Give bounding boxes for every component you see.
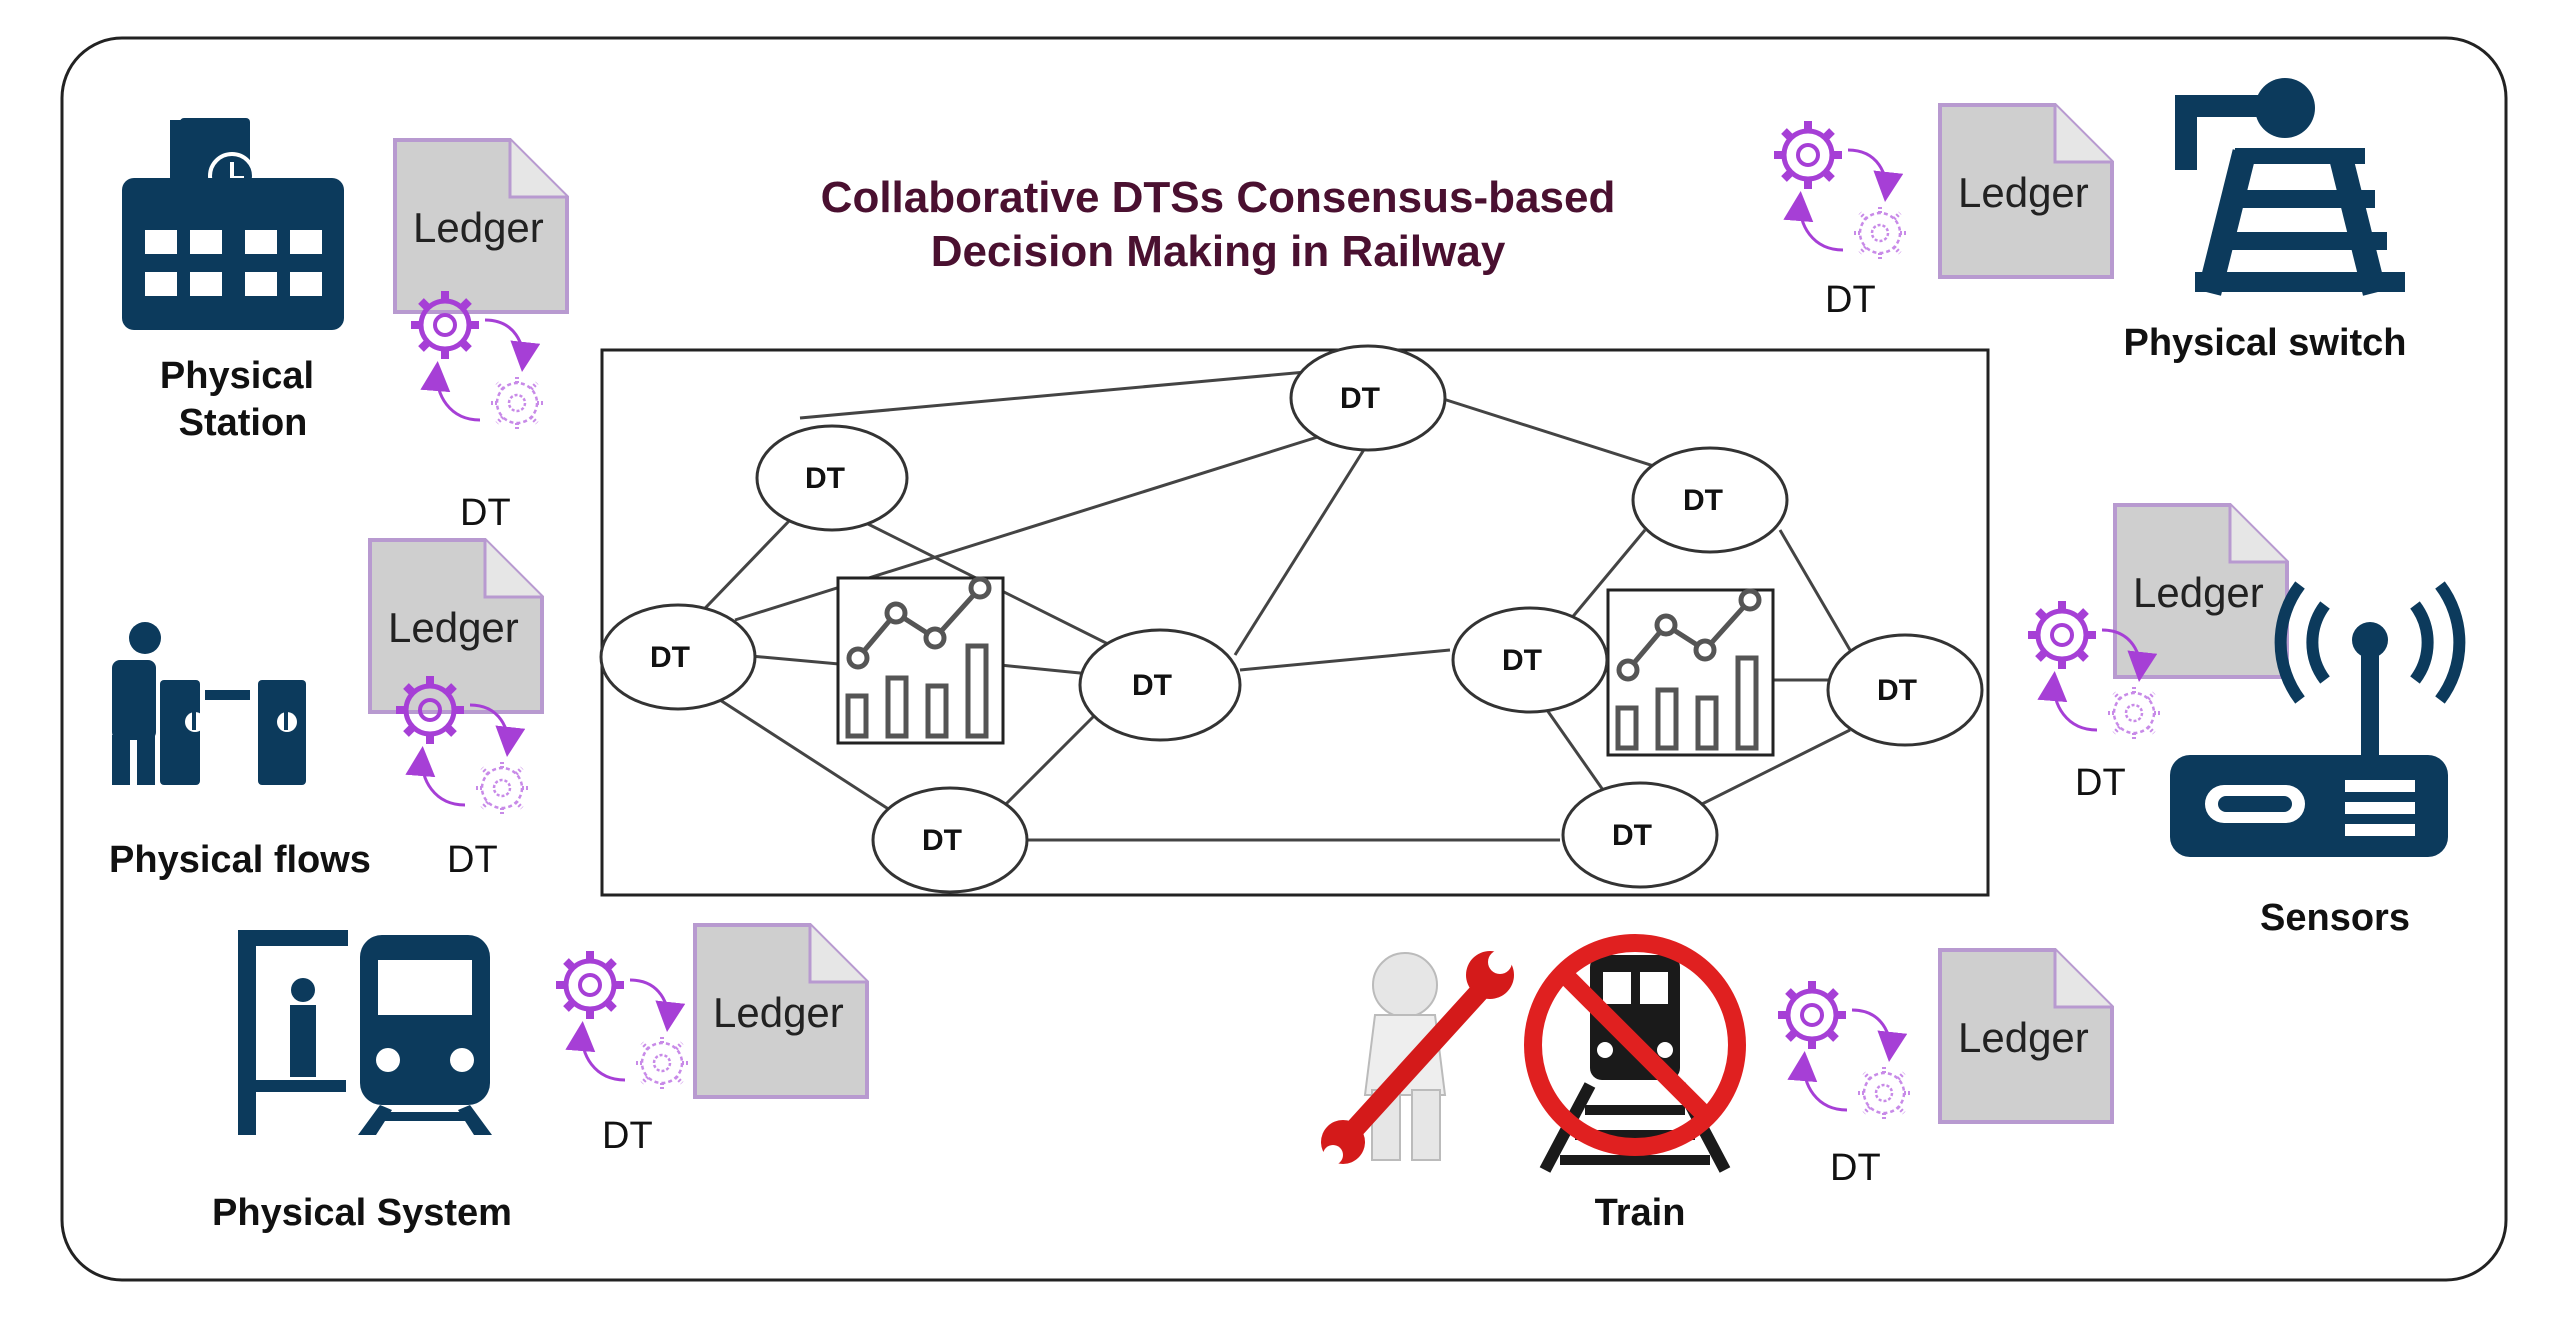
turnstile-passenger-icon xyxy=(112,622,306,785)
rail-switch-icon xyxy=(2175,78,2405,296)
train-platform-icon xyxy=(238,930,492,1135)
ledger-document: Ledger xyxy=(1938,948,2114,1124)
dt-node-label: DT xyxy=(1132,669,1172,702)
dt-node: DT xyxy=(871,786,1029,894)
ledger-document: Ledger xyxy=(1938,103,2114,279)
ledger-label: Ledger xyxy=(413,204,544,251)
dt-node: DT xyxy=(1631,446,1789,554)
dt-node: DT xyxy=(1078,628,1242,742)
ledger-label: Ledger xyxy=(2133,569,2264,616)
dt-node-label: DT xyxy=(1877,674,1917,707)
station-caption-line-2: Station xyxy=(179,402,308,444)
dt-node-label: DT xyxy=(922,824,962,857)
dt-label: DT xyxy=(602,1115,653,1157)
mechanic-wrench-icon xyxy=(1321,950,1514,1165)
dt-label: DT xyxy=(1825,279,1876,321)
dt-label: DT xyxy=(2075,762,2126,804)
dt-node: DT xyxy=(599,603,757,711)
ledger-document: Ledger xyxy=(368,538,544,714)
dt-node-label: DT xyxy=(650,641,690,674)
wireless-router-icon xyxy=(2170,581,2466,857)
dt-node-label: DT xyxy=(1340,382,1380,415)
dt-node: DT xyxy=(1561,781,1719,889)
dt-label: DT xyxy=(447,839,498,881)
train-caption: Train xyxy=(1595,1192,1686,1234)
dt-label: DT xyxy=(460,492,511,534)
sensors-group: Ledger DT Sensors xyxy=(2028,503,2466,939)
sensors-caption: Sensors xyxy=(2260,897,2410,939)
analytics-chart-left xyxy=(838,578,1003,743)
ledger-document: Ledger xyxy=(393,138,569,314)
diagram-title: Collaborative DTSs Consensus-based Decis… xyxy=(821,173,1616,276)
dt-node: DT xyxy=(1826,633,1984,747)
dt-label: DT xyxy=(1830,1147,1881,1189)
dt-node-label: DT xyxy=(1683,484,1723,517)
dt-network: DT DT DT DT DT DT DT DT xyxy=(599,344,1990,897)
switch-group: Ledger DT Physical switch xyxy=(1774,78,2407,364)
switch-caption: Physical switch xyxy=(2123,322,2406,364)
ledger-label: Ledger xyxy=(713,989,844,1036)
dt-node-label: DT xyxy=(1612,819,1652,852)
dt-node-label: DT xyxy=(805,462,845,495)
analytics-chart-right xyxy=(1608,590,1773,755)
school-building-icon xyxy=(122,118,344,330)
ledger-label: Ledger xyxy=(388,604,519,651)
system-group: Physical System Ledger DT xyxy=(212,923,869,1234)
ledger-label: Ledger xyxy=(1958,1014,2089,1061)
dt-node: DT xyxy=(755,424,909,532)
ledger-document: Ledger xyxy=(693,923,869,1099)
flows-group: Physical flows Ledger DT xyxy=(109,538,544,881)
ledger-label: Ledger xyxy=(1958,169,2089,216)
station-group: Physical Station Ledger DT xyxy=(122,118,569,534)
flows-caption: Physical flows xyxy=(109,839,371,881)
system-caption: Physical System xyxy=(212,1192,512,1234)
ledger-document: Ledger xyxy=(2113,503,2289,679)
station-caption-line-1: Physical xyxy=(160,355,314,397)
title-line-1: Collaborative DTSs Consensus-based xyxy=(821,173,1616,222)
train-group: Train Ledger DT xyxy=(1321,934,2114,1234)
title-line-2: Decision Making in Railway xyxy=(931,227,1506,276)
dt-node: DT xyxy=(1289,344,1447,452)
dt-node-label: DT xyxy=(1502,644,1542,677)
network-edges xyxy=(658,366,1852,842)
dt-node: DT xyxy=(1451,606,1609,714)
no-train-icon xyxy=(1524,934,1746,1173)
